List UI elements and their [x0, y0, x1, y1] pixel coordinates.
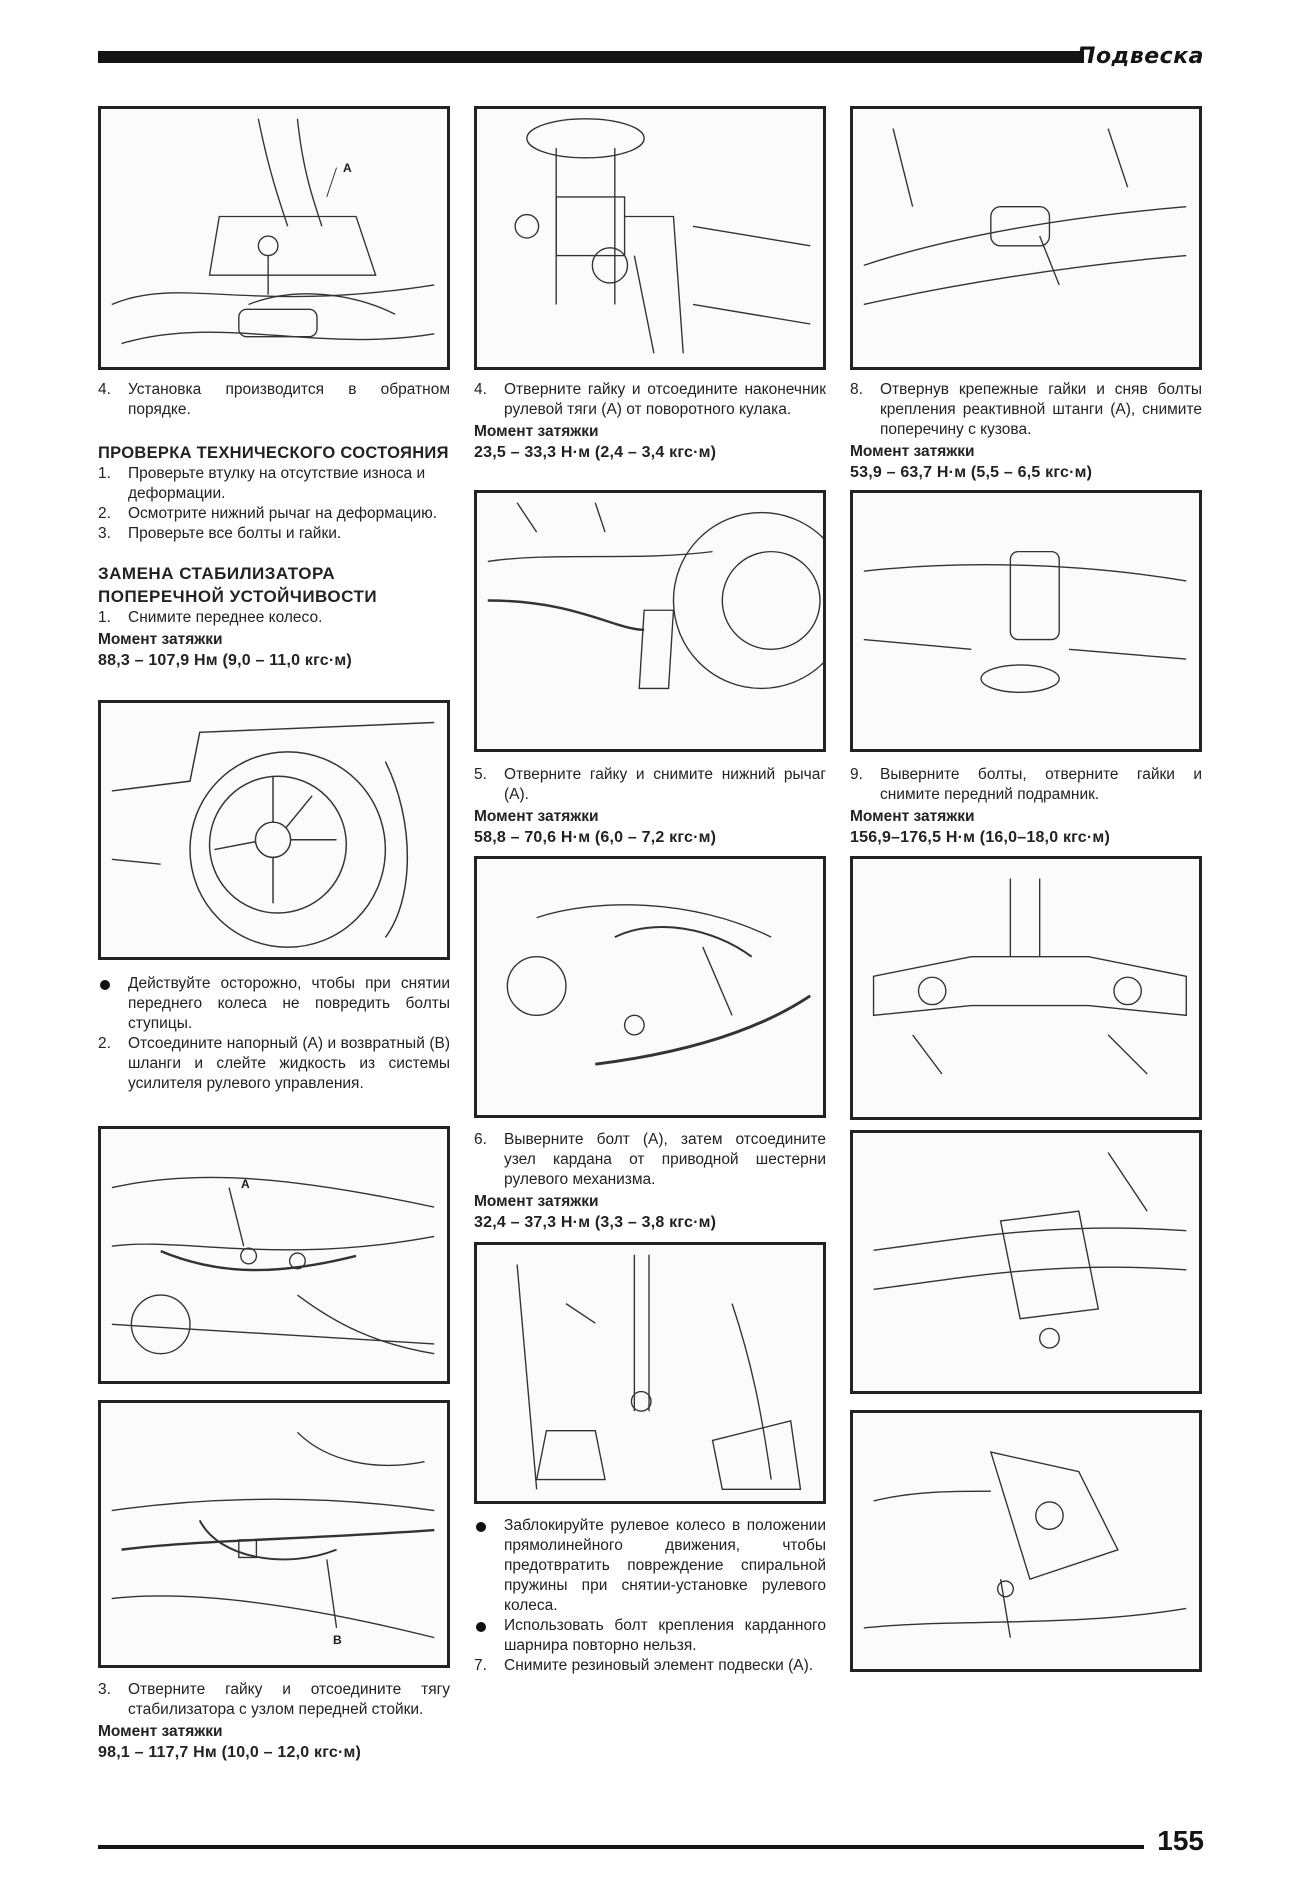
- figure-return-hose: B: [98, 1400, 450, 1668]
- page-number: 155: [1157, 1825, 1204, 1856]
- bullet-icon: [100, 980, 110, 990]
- footer-rule: [98, 1845, 1144, 1849]
- bullet-icon: [476, 1622, 486, 1632]
- left-text-block-3: 3.Отверните гайку и отсоедините тягу ста…: [98, 1680, 450, 1763]
- torque-label-6: Момент затяжки: [474, 1193, 599, 1210]
- step-7: 7.Снимите резиновый элемент подвески (А)…: [474, 1657, 814, 1674]
- inspection-item-3: 3.Проверьте все болты и гайки.: [98, 525, 342, 542]
- figure-power-steering-hoses: A: [98, 1126, 450, 1384]
- replacement-heading: ЗАМЕНА СТАБИЛИЗАТОРА ПОПЕРЕЧНОЙ УСТОЙЧИВ…: [98, 564, 378, 606]
- bullet-icon: [476, 1522, 486, 1532]
- figure-subframe: [850, 856, 1202, 1120]
- torque-label-4: Момент затяжки: [474, 423, 599, 440]
- figure-subframe-bolts: [850, 490, 1202, 752]
- torque-value-4: 23,5 – 33,3 Н·м (2,4 – 3,4 кгс·м): [474, 444, 717, 461]
- header-rule: [98, 51, 1084, 63]
- torque-value-5: 58,8 – 70,6 Н·м (6,0 – 7,2 кгс·м): [474, 829, 717, 846]
- figure-pedal-shaft: [474, 1242, 826, 1504]
- callout-b: B: [333, 1633, 342, 1647]
- left-text-block-1: 4.Установка производится в обратном поря…: [98, 380, 450, 671]
- figure-suspension-mount: [850, 1410, 1202, 1672]
- bullet-steering-lock: Заблокируйте рулевое колесо в положении …: [474, 1516, 826, 1616]
- torque-label-1: Момент затяжки: [98, 631, 223, 648]
- torque-value-3: 98,1 – 117,7 Нм (10,0 – 12,0 кгс·м): [98, 1744, 362, 1761]
- figure-front-wheel: [98, 700, 450, 960]
- step-5: 5.Отверните гайку и снимите нижний рычаг…: [474, 766, 826, 803]
- step-6: 6.Выверните болт (А), затем отсоедините …: [474, 1131, 826, 1188]
- step-3: 3.Отверните гайку и отсоедините тягу ста…: [98, 1681, 450, 1718]
- torque-label-5: Момент затяжки: [474, 808, 599, 825]
- middle-text-block-1: 4.Отверните гайку и отсоедините наконечн…: [474, 380, 826, 463]
- step-9: 9.Выверните болты, отверните гайки и сни…: [850, 766, 1202, 803]
- torque-label-8: Момент затяжки: [850, 443, 975, 460]
- inspection-heading: ПРОВЕРКА ТЕХНИЧЕСКОГО СОСТОЯНИЯ: [98, 444, 449, 462]
- right-text-block-1: 8.Отвернув крепежные гайки и сняв болты …: [850, 380, 1202, 483]
- torque-label-3: Момент затяжки: [98, 1723, 223, 1740]
- figure-lower-arm-nut: [474, 490, 826, 752]
- section-title: Подвеска: [1077, 44, 1204, 69]
- inspection-item-2: 2.Осмотрите нижний рычаг на деформацию.: [98, 505, 438, 522]
- figure-lower-arm-bolt: A: [98, 106, 450, 370]
- figure-steering-shaft-bolt: [474, 856, 826, 1118]
- step-4-middle: 4.Отверните гайку и отсоедините наконечн…: [474, 381, 826, 418]
- figure-strut-tie-rod: [474, 106, 826, 370]
- figure-subframe-side: [850, 1130, 1202, 1394]
- middle-text-block-3: 6.Выверните болт (А), затем отсоедините …: [474, 1130, 826, 1233]
- step-8: 8.Отвернув крепежные гайки и сняв болты …: [850, 381, 1202, 438]
- torque-value-9: 156,9–176,5 Н·м (16,0–18,0 кгс·м): [850, 829, 1110, 846]
- torque-value-1: 88,3 – 107,9 Нм (9,0 – 11,0 кгс·м): [98, 652, 352, 669]
- inspection-item-1: 1.Проверьте втулку на отсутствие износа …: [98, 465, 426, 502]
- middle-text-block-4: Заблокируйте рулевое колесо в положении …: [474, 1516, 826, 1676]
- step-4-left: 4.Установка производится в обратном поря…: [98, 381, 450, 418]
- middle-text-block-2: 5.Отверните гайку и снимите нижний рычаг…: [474, 765, 826, 848]
- step-2: 2.Отсоедините напорный (А) и возвратный …: [98, 1035, 450, 1092]
- bullet-wheel-caution: Действуйте осторожно, чтобы при снятии п…: [98, 974, 450, 1034]
- step-1: 1.Снимите переднее колесо.: [98, 609, 323, 626]
- torque-value-6: 32,4 – 37,3 Н·м (3,3 – 3,8 кгс·м): [474, 1214, 717, 1231]
- left-text-block-2: Действуйте осторожно, чтобы при снятии п…: [98, 974, 450, 1094]
- callout-a: A: [241, 1177, 250, 1191]
- torque-label-9: Момент затяжки: [850, 808, 975, 825]
- torque-value-8: 53,9 – 63,7 Н·м (5,5 – 6,5 кгс·м): [850, 464, 1093, 481]
- figure-crossmember: [850, 106, 1202, 370]
- bullet-bolt-reuse: Использовать болт крепления карданного ш…: [474, 1616, 826, 1656]
- right-text-block-2: 9.Выверните болты, отверните гайки и сни…: [850, 765, 1202, 848]
- callout-a: A: [343, 161, 352, 175]
